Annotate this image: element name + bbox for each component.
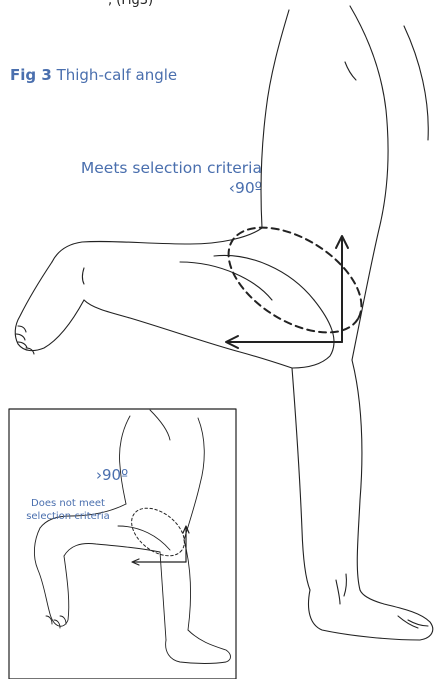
inset-frame xyxy=(9,409,236,679)
inset-criteria-label: Does not meet selection criteria xyxy=(12,497,124,523)
bent-toe-2 xyxy=(16,334,25,340)
inset-criteria-line2: selection criteria xyxy=(12,510,124,523)
standing-ankle-mark-2 xyxy=(344,574,346,596)
inset-angle-label: ›90º xyxy=(96,466,128,484)
standing-calf xyxy=(352,360,362,590)
inset-angle-ellipse xyxy=(123,499,194,566)
inset-bent-foot xyxy=(34,528,68,626)
hip-crease xyxy=(345,62,356,80)
standing-thigh-front xyxy=(261,10,289,228)
inset-leg-drawing xyxy=(34,410,230,664)
calf-fold xyxy=(180,262,272,300)
bent-calf-bottom xyxy=(84,300,292,368)
right-side-contour xyxy=(404,26,428,140)
inset-waist-curve xyxy=(150,410,170,440)
standing-foot xyxy=(309,590,433,640)
knee-angle-ellipse xyxy=(211,206,380,354)
bent-thigh-under xyxy=(292,300,334,368)
standing-toe-lines xyxy=(398,616,428,628)
bent-foot xyxy=(15,262,84,351)
inset-criteria-line1: Does not meet xyxy=(12,497,124,510)
inset-bent-calf-bottom xyxy=(64,544,160,557)
standing-shin xyxy=(292,368,310,590)
bent-toe-1 xyxy=(18,326,26,332)
standing-thigh-back xyxy=(350,6,388,360)
standing-ankle-mark xyxy=(336,580,340,604)
inset-standing-thigh-back xyxy=(184,418,204,540)
inset-standing-calf xyxy=(184,540,191,630)
bent-ankle-mark xyxy=(83,268,85,284)
inset-standing-shin xyxy=(160,552,166,640)
inset-standing-foot xyxy=(166,630,231,664)
inset-knee-curve xyxy=(118,526,170,550)
inset-standing-thigh-front xyxy=(119,416,130,504)
